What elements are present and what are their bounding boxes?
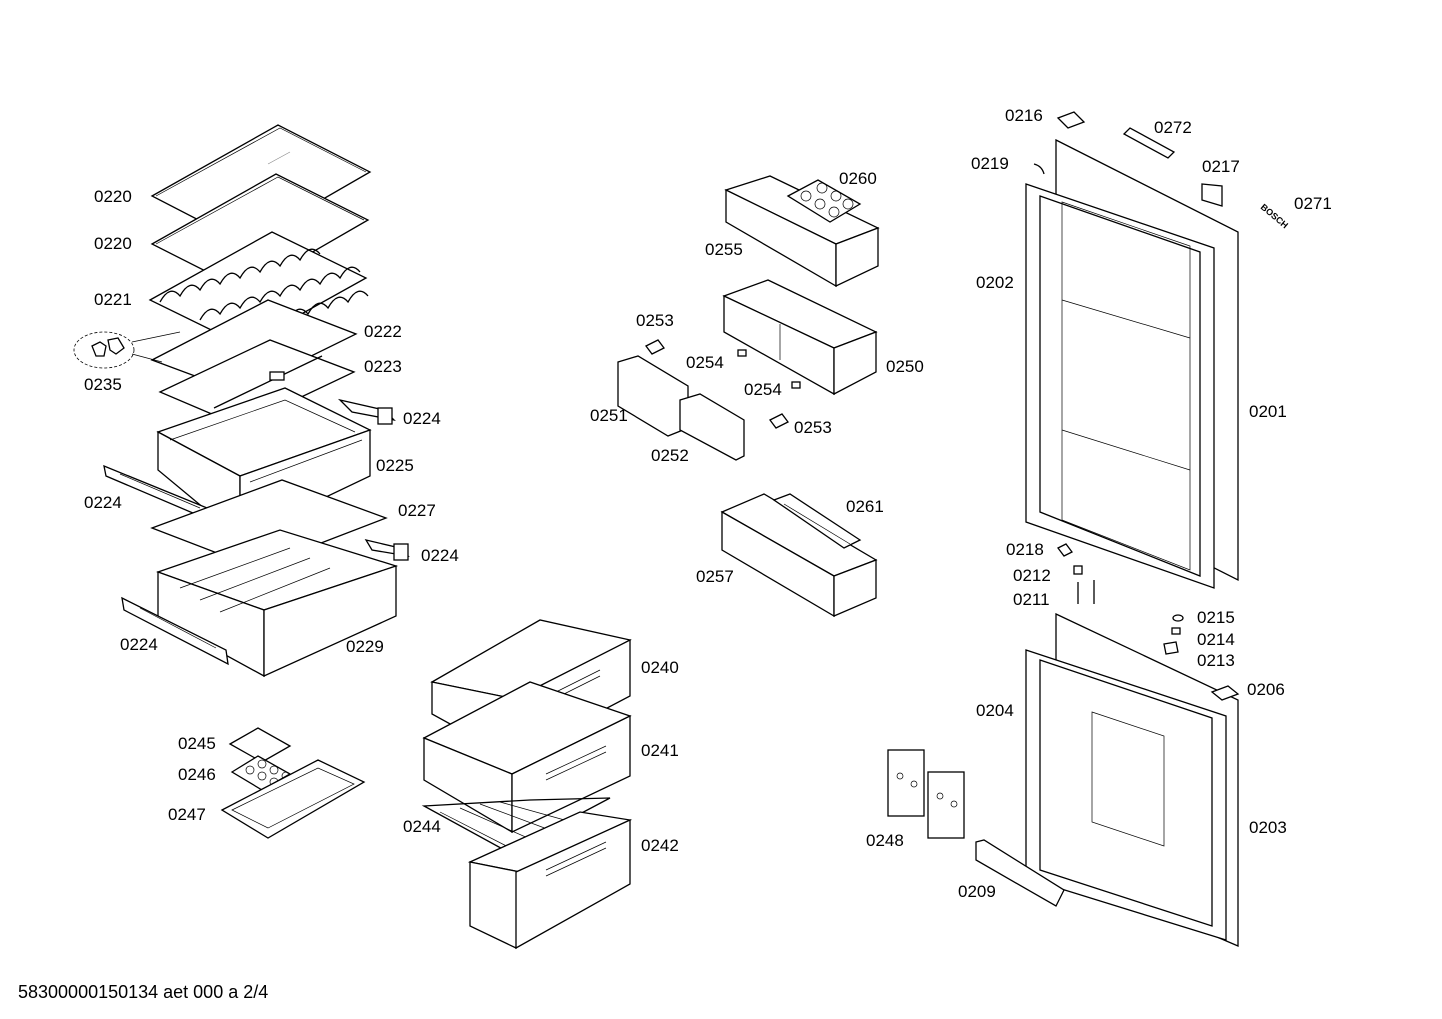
runner-0224-right-upper — [337, 398, 396, 425]
flap-0252 — [679, 393, 745, 461]
part-label: 0218 — [1006, 540, 1044, 559]
part-label: 0272 — [1154, 118, 1192, 137]
hinge-pin-0218 — [1057, 543, 1073, 557]
part-label: 0235 — [84, 375, 122, 394]
butter-dish-0247 — [220, 759, 366, 839]
part-label: 0253 — [794, 418, 832, 437]
cover-0217 — [1201, 183, 1223, 207]
bushing-0212 — [1073, 565, 1083, 575]
part-label: 0220 — [94, 187, 132, 206]
screw-0211 — [1077, 580, 1095, 604]
part-label: 0203 — [1249, 818, 1287, 837]
washer-0215 — [1172, 614, 1184, 622]
part-label: 0252 — [651, 446, 689, 465]
part-label: 0241 — [641, 741, 679, 760]
part-label: 0219 — [971, 154, 1009, 173]
hinge-cover-0206 — [1210, 685, 1240, 701]
part-label: 0255 — [705, 240, 743, 259]
part-label: 0271 — [1294, 194, 1332, 213]
spring-0219 — [1033, 163, 1045, 175]
fridge-door-gasket-0202 — [1025, 183, 1215, 589]
shelf-clip-0235 — [73, 331, 181, 369]
trim-0272 — [1122, 127, 1176, 159]
part-label: 0242 — [641, 836, 679, 855]
egg-lid-0245 — [228, 727, 292, 763]
part-label: 0257 — [696, 567, 734, 586]
svg-text:BOSCH: BOSCH — [1259, 202, 1290, 231]
runner-0224-right-lower — [364, 539, 410, 561]
part-label: 0260 — [839, 169, 877, 188]
hinge-0253-lower — [769, 413, 789, 429]
part-label: 0244 — [403, 817, 441, 836]
lower-crisper-0229 — [156, 529, 399, 678]
part-label: 0213 — [1197, 651, 1235, 670]
part-label: 0245 — [178, 734, 216, 753]
pin-0254-a — [737, 349, 747, 357]
part-label: 0206 — [1247, 680, 1285, 699]
part-label: 0222 — [364, 322, 402, 341]
part-label: 0224 — [120, 635, 158, 654]
egg-insert-0260 — [786, 179, 862, 223]
freezer-door-gasket-0204 — [1025, 649, 1227, 941]
part-label: 0247 — [168, 805, 206, 824]
part-label: 0227 — [398, 501, 436, 520]
part-label: 0220 — [94, 234, 132, 253]
screw-0214 — [1171, 627, 1181, 635]
bosch-badge-0271: BOSCH — [1259, 202, 1290, 231]
part-label: 0229 — [346, 637, 384, 656]
part-label: 0224 — [421, 546, 459, 565]
part-label: 0254 — [744, 380, 782, 399]
bracket-0213 — [1163, 641, 1179, 655]
part-label: 0248 — [866, 831, 904, 850]
cold-packs-0248 — [887, 749, 965, 839]
part-label: 0202 — [976, 273, 1014, 292]
part-label: 0223 — [364, 357, 402, 376]
bottle-bin-0257 — [720, 493, 878, 618]
part-label: 0254 — [686, 353, 724, 372]
part-label: 0240 — [641, 658, 679, 677]
part-label: 0212 — [1013, 566, 1051, 585]
part-label: 0214 — [1197, 630, 1235, 649]
runner-0224-left-lower — [121, 596, 229, 666]
flap-0251 — [617, 355, 689, 437]
part-label: 0217 — [1202, 157, 1240, 176]
bottle-divider-0261 — [772, 493, 862, 549]
door-bin-0250 — [722, 279, 878, 396]
part-label: 0250 — [886, 357, 924, 376]
part-label: 0253 — [636, 311, 674, 330]
part-label: 0224 — [84, 493, 122, 512]
part-label: 0201 — [1249, 402, 1287, 421]
part-label: 0251 — [590, 406, 628, 425]
part-label: 0246 — [178, 765, 216, 784]
part-label: 0204 — [976, 701, 1014, 720]
part-label: 0216 — [1005, 106, 1043, 125]
bottle-shelf-0255 — [724, 175, 880, 288]
part-label: 0224 — [403, 409, 441, 428]
freezer-drawer-0242 — [467, 811, 633, 950]
part-label: 0225 — [376, 456, 414, 475]
drawing-footer: 58300000150134 aet 000 a 2/4 — [18, 982, 269, 1002]
kick-plate-0209 — [975, 839, 1065, 907]
pin-0254-b — [791, 381, 801, 389]
part-label: 0261 — [846, 497, 884, 516]
freezer-drawer-0241 — [422, 681, 632, 834]
hinge-cover-0216 — [1056, 111, 1086, 129]
part-label: 0209 — [958, 882, 996, 901]
part-label: 0215 — [1197, 608, 1235, 627]
part-label: 0221 — [94, 290, 132, 309]
part-label: 0211 — [1013, 590, 1050, 609]
hinge-0253-upper — [645, 339, 665, 355]
